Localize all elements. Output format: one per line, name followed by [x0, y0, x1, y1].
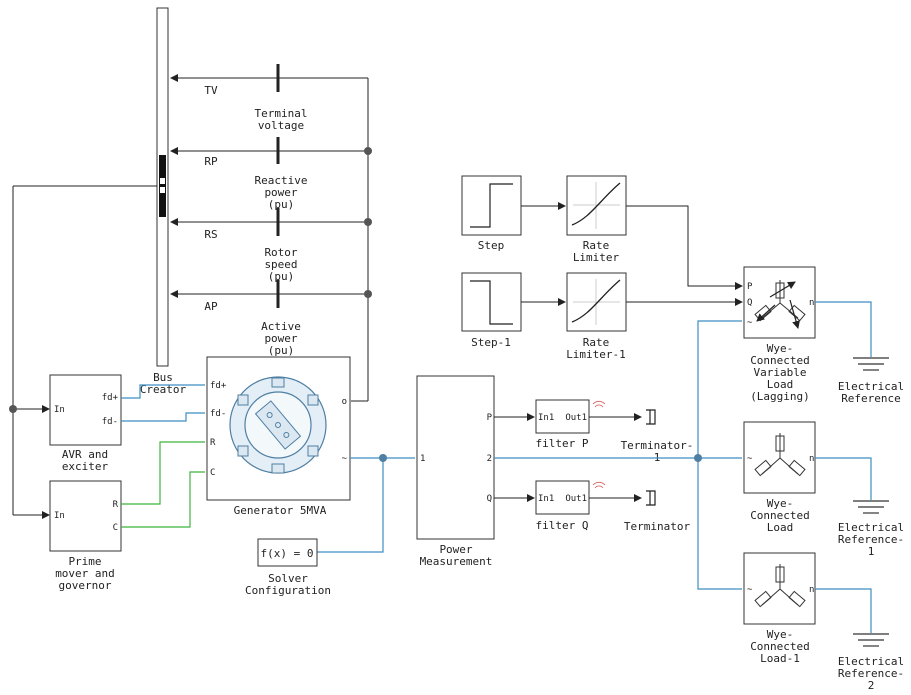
- gen-r-port: R: [210, 438, 216, 448]
- var-load-q-port: Q: [747, 298, 752, 308]
- generator-block[interactable]: [206, 356, 351, 501]
- step-label: Step: [478, 239, 505, 252]
- filter-q-block[interactable]: [535, 480, 590, 515]
- electrical-reference-1-block[interactable]: [815, 457, 889, 514]
- load-control-lines: [521, 202, 743, 306]
- power-measurement-block[interactable]: [416, 375, 495, 540]
- pm-2-port: 2: [487, 454, 492, 464]
- filter-p-out-port: Out1: [565, 413, 587, 423]
- filter-signal-lines: [494, 413, 642, 502]
- gen-o-port: o: [342, 397, 347, 407]
- load-block[interactable]: [743, 421, 816, 494]
- prime-r-port: R: [113, 500, 119, 510]
- pm-1-port: 1: [420, 454, 425, 464]
- gen-c-port: C: [210, 468, 215, 478]
- terminator-1-block[interactable]: [646, 409, 656, 425]
- signal-rs: RS: [204, 228, 217, 241]
- load-tilde-port: ~: [747, 454, 753, 464]
- load-1-n-port: n: [809, 585, 814, 595]
- solver-expression: f(x) = 0: [261, 547, 314, 560]
- pm-p-port: P: [487, 413, 493, 423]
- terminator-1-label: Terminator-1: [621, 439, 694, 464]
- load-n-port: n: [809, 454, 814, 464]
- filter-p-block[interactable]: [535, 399, 590, 434]
- var-load-p-port: P: [747, 282, 753, 292]
- measurement-signal-lines: [170, 74, 372, 402]
- step-1-block[interactable]: [461, 272, 522, 332]
- signal-ap: AP: [204, 300, 218, 313]
- generator-output-line: [317, 454, 415, 553]
- gen-fdminus-port: fd-: [210, 409, 226, 419]
- signal-rp: RP: [204, 155, 218, 168]
- gen-fdplus-port: fd+: [210, 381, 227, 391]
- bus-feedback-line: [9, 185, 157, 519]
- avr-fdplus-port: fd+: [102, 393, 119, 403]
- rate-limiter-block[interactable]: [566, 175, 627, 236]
- var-load-tilde-port: ~: [747, 318, 753, 328]
- step-block[interactable]: [461, 175, 522, 236]
- step-1-label: Step-1: [471, 336, 511, 349]
- load-bus-lines: [494, 320, 742, 590]
- electrical-reference-block[interactable]: [815, 301, 889, 371]
- load-1-block[interactable]: [743, 552, 816, 625]
- avr-in-port: In: [54, 405, 65, 415]
- bus-creator-block[interactable]: [156, 7, 169, 367]
- filter-q-in-port: In1: [538, 494, 554, 504]
- wireless-icon: [592, 400, 606, 489]
- solver-configuration-block[interactable]: [257, 538, 318, 567]
- terminator-label: Terminator: [624, 520, 691, 533]
- prime-in-port: In: [54, 511, 65, 521]
- filter-p-label: filter P: [536, 437, 589, 450]
- exciter-connections: [121, 384, 205, 528]
- signal-tv: TV: [204, 84, 218, 97]
- filter-p-in-port: In1: [538, 413, 554, 423]
- avr-block[interactable]: [49, 374, 122, 446]
- filter-q-out-port: Out1: [565, 494, 587, 504]
- electrical-reference-2-block[interactable]: [815, 588, 889, 647]
- terminator-block[interactable]: [646, 490, 656, 506]
- pm-q-port: Q: [487, 494, 492, 504]
- gen-tilde-port: ~: [342, 454, 348, 464]
- var-load-n-port: n: [809, 298, 814, 308]
- rate-limiter-1-block[interactable]: [566, 272, 627, 332]
- filter-q-label: filter Q: [536, 519, 589, 532]
- load-1-tilde-port: ~: [747, 585, 753, 595]
- variable-load-block[interactable]: [743, 266, 816, 339]
- generator-label: Generator 5MVA: [234, 504, 327, 517]
- avr-fdminus-port: fd-: [102, 417, 118, 427]
- prime-mover-block[interactable]: [49, 480, 122, 552]
- prime-c-port: C: [113, 523, 118, 533]
